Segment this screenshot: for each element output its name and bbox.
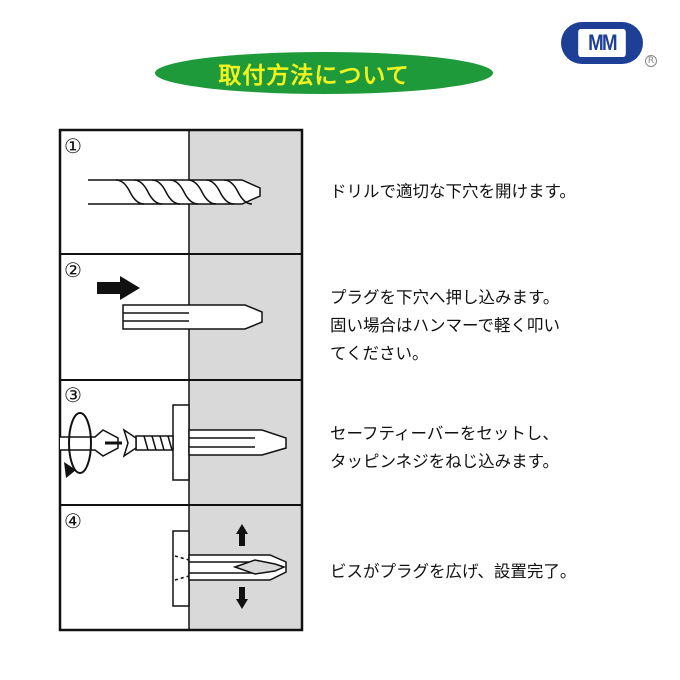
text-line: 固い場合はハンマーで軽く叩い [330,316,561,335]
step-number: ③ [64,383,82,407]
text-line: ドリルで適切な下穴を開けます。 [330,182,576,201]
title-text: 取付方法について [218,63,410,89]
drill-bit-icon [88,179,261,205]
screwdriver-screw-icon [60,404,287,481]
step-number: ② [64,258,82,282]
step-number: ① [64,134,82,158]
logo-text: MM [578,29,626,57]
text-line: ビスがプラグを広げ、設置完了。 [330,562,577,581]
text-line: タッピンネジをねじ込みます。 [330,452,560,471]
wall-plug-icon [122,304,263,330]
text-line: てください。 [330,344,429,363]
step-1-text: ドリルで適切な下穴を開けます。 [330,178,576,206]
text-line: セーフティーバーをセットし、 [330,424,559,443]
step-number: ④ [64,509,82,533]
step-3-text: セーフティーバーをセットし、 タッピンネジをねじ込みます。 [330,420,559,476]
step-2-text: プラグを下穴へ押し込みます。 固い場合はハンマーで軽く叩い てください。 [330,284,560,368]
expand-down-arrow-icon [236,587,248,609]
expanded-plug-icon [172,524,287,609]
registered-mark: R [645,55,657,67]
title-banner: 取付方法について [155,52,493,94]
expand-up-arrow-icon [236,524,248,546]
step-4-text: ビスがプラグを広げ、設置完了。 [330,558,576,586]
text-line: プラグを下穴へ押し込みます。 [330,288,560,307]
push-arrow-icon [97,276,140,300]
brand-logo: MM [561,22,643,64]
